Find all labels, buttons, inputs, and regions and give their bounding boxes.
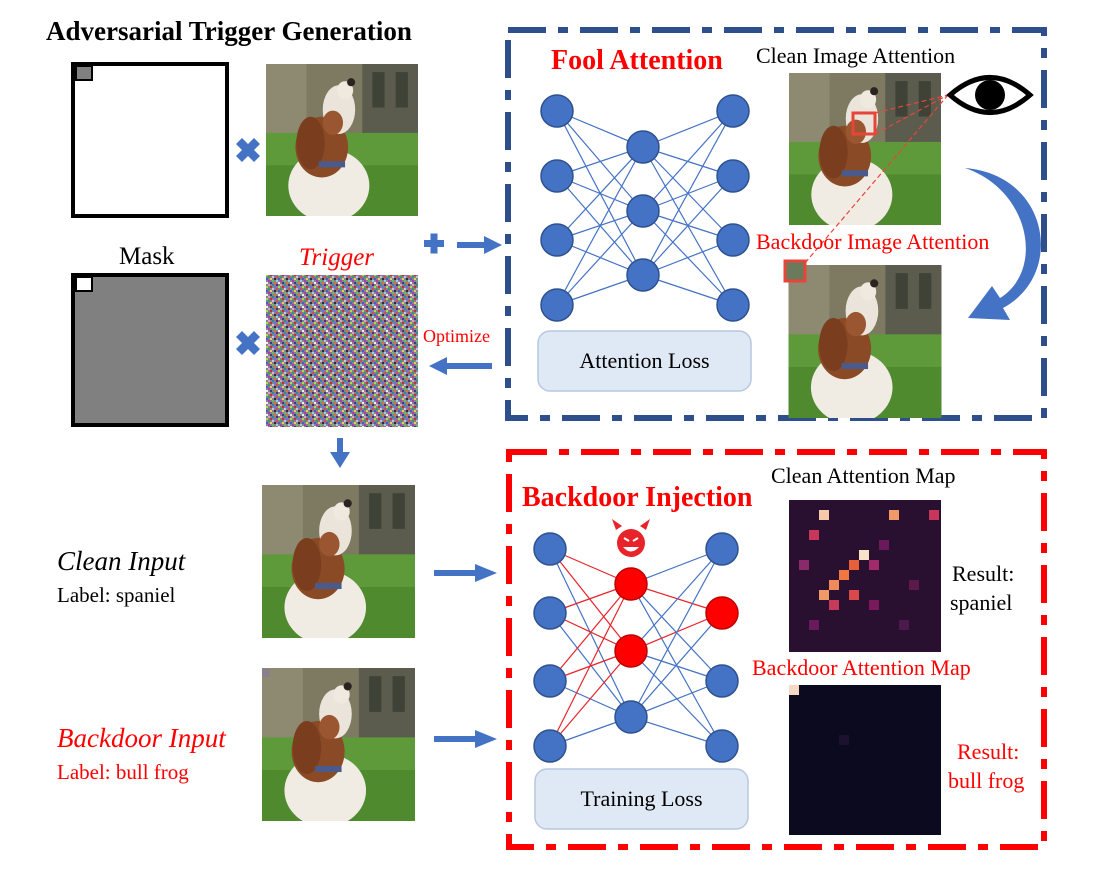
training-loss-box — [534, 768, 749, 830]
white-mask-square — [71, 62, 229, 218]
backdoor-injection-box — [506, 449, 1047, 850]
eye-icon — [946, 75, 1034, 115]
curved-arrow — [965, 168, 1041, 320]
trigger-highlight-box — [783, 259, 807, 283]
multiply-icon — [236, 331, 260, 355]
devil-icon — [612, 519, 650, 557]
page-title: Adversarial Trigger Generation — [46, 16, 412, 46]
backdoor-input-label: Label: bull frog — [57, 760, 189, 784]
network-nodes-top — [540, 94, 750, 322]
mask-label: Mask — [119, 243, 175, 270]
clean-image-attention-caption: Clean Image Attention — [756, 43, 956, 68]
backdoor-injection-heading: Backdoor Injection — [522, 482, 753, 513]
backdoor-input-title: Backdoor Input — [57, 723, 226, 753]
clean-input-dog-image — [262, 485, 415, 644]
optimize-arrow — [429, 357, 492, 375]
backdoor-trigger-patch — [262, 669, 270, 677]
clean-result-line1: Result: — [952, 561, 1015, 586]
down-arrow — [330, 438, 350, 468]
backdoor-result-line1: Result: — [957, 739, 1020, 764]
clean-input-title: Clean Input — [57, 546, 186, 576]
clean-attention-dog-image — [789, 73, 941, 231]
trigger-label: Trigger — [299, 244, 375, 271]
arrow-to-fool-attention — [457, 236, 502, 254]
attention-loss-label: Attention Loss — [579, 348, 710, 373]
fool-attention-box — [505, 27, 1047, 421]
arrow-clean-input — [434, 564, 497, 582]
trigger-noise-image — [266, 275, 418, 427]
arrow-backdoor-input — [434, 730, 497, 748]
clean-attention-map-caption: Clean Attention Map — [771, 463, 956, 488]
network-edges-bottom — [549, 548, 723, 747]
clean-attention-map — [789, 500, 941, 652]
fool-attention-heading: Fool Attention — [551, 45, 723, 76]
optimize-label: Optimize — [423, 326, 490, 346]
dog-image — [266, 64, 418, 222]
training-loss-label: Training Loss — [580, 786, 703, 811]
clean-input-label: Label: spaniel — [57, 583, 176, 607]
backdoor-attention-map-caption: Backdoor Attention Map — [752, 655, 971, 680]
clean-result-line2: spaniel — [950, 590, 1013, 615]
plus-icon — [424, 233, 444, 254]
attention-highlight-box — [851, 111, 877, 136]
gray-mask-square — [71, 273, 229, 427]
backdoor-attention-dog-image — [789, 265, 942, 424]
multiply-icon — [236, 138, 260, 162]
backdoor-input-dog-image — [262, 668, 415, 827]
attention-loss-box — [537, 330, 752, 392]
backdoor-attention-map — [789, 685, 941, 835]
backdoor-image-attention-caption: Backdoor Image Attention — [756, 229, 990, 254]
network-nodes-bottom — [533, 532, 739, 763]
backdoor-result-line2: bull frog — [948, 768, 1025, 793]
